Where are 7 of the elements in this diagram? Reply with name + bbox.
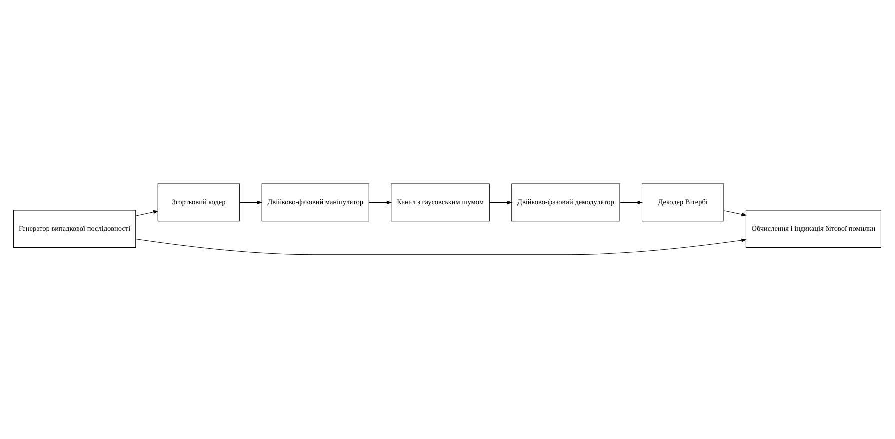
arrow [136, 210, 159, 216]
arrow [368, 200, 392, 204]
arrow [240, 200, 263, 204]
arrow [724, 210, 747, 216]
arrow [136, 238, 747, 256]
arrow [620, 200, 643, 204]
arrow [489, 200, 513, 204]
